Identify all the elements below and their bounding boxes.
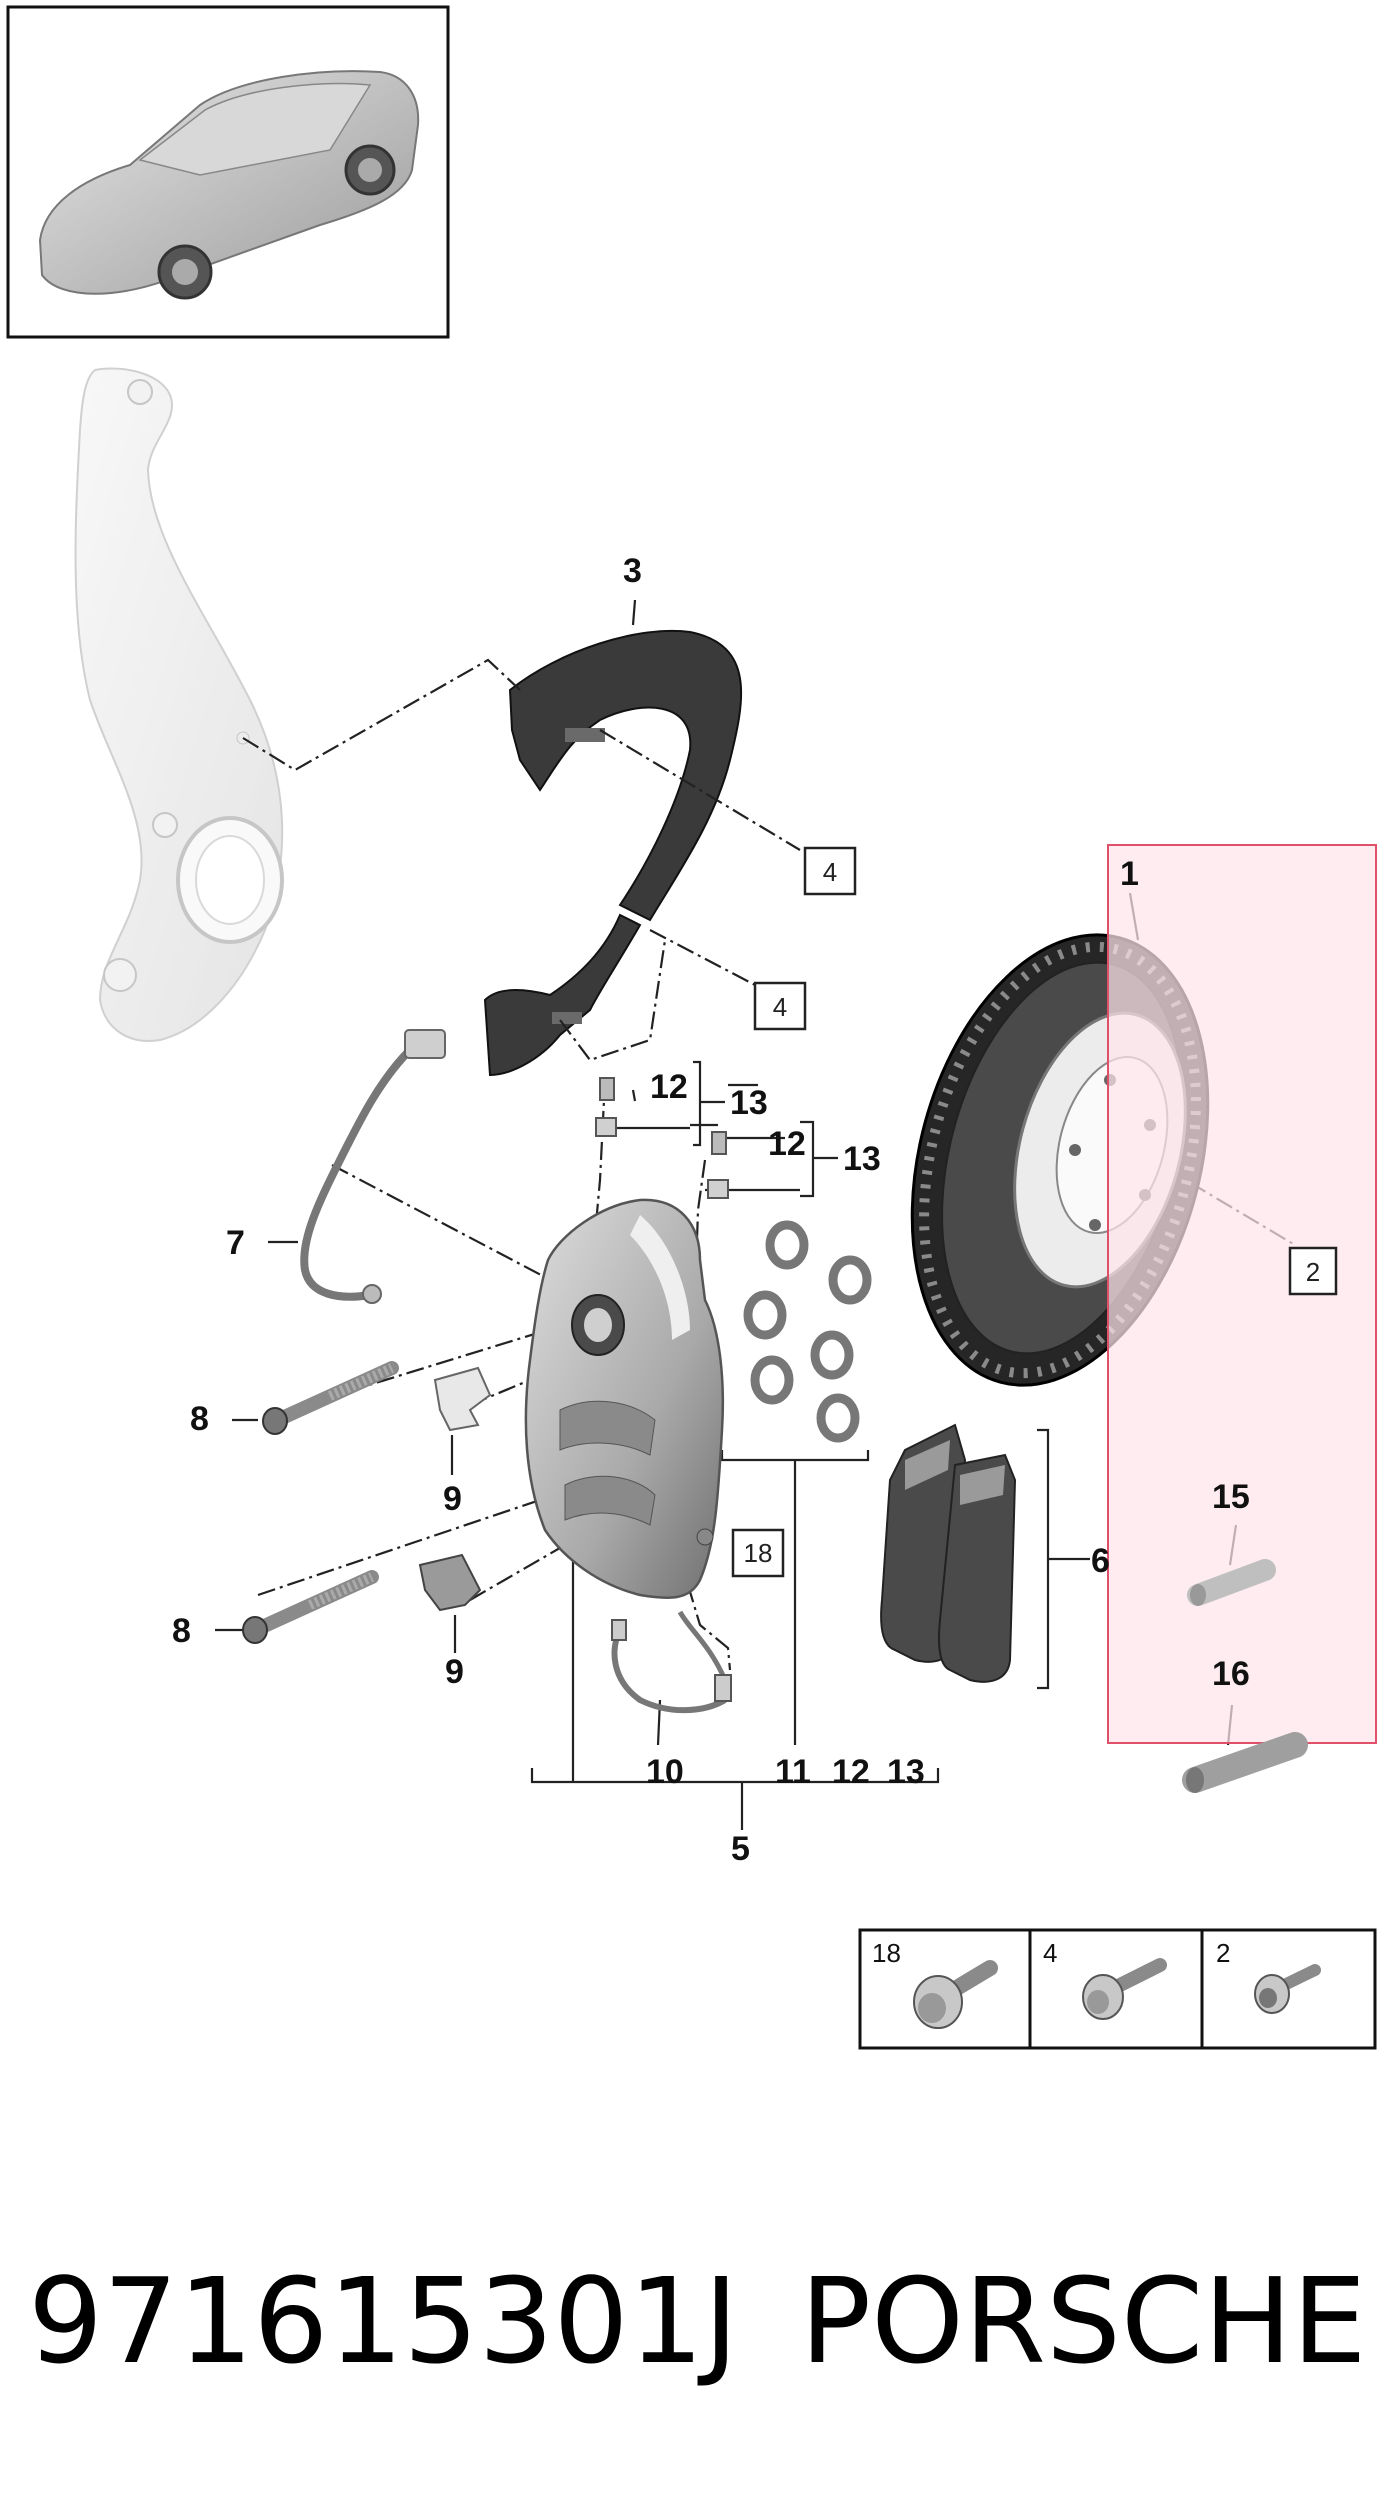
guide-pin-short — [1187, 1559, 1276, 1606]
piston-seal-rings — [743, 1220, 872, 1443]
caliper-bolt-lower — [242, 1570, 379, 1644]
callout-9-upper: 9 — [443, 1480, 462, 1518]
hex-bolt-icon — [1082, 1958, 1167, 2020]
boxed-reference-4-lower: 4 — [753, 981, 807, 1031]
boxed-label-2: 2 — [1306, 1257, 1320, 1287]
callout-16: 16 — [1212, 1655, 1250, 1693]
vehicle-thumbnail — [6, 5, 450, 339]
brand-name: PORSCHE — [800, 2252, 1367, 2390]
boxed-label-18: 18 — [744, 1538, 773, 1568]
guide-pin-long — [1182, 1732, 1308, 1793]
callout-10: 10 — [646, 1753, 684, 1791]
brake-wear-sensor — [611, 1610, 732, 1714]
anti-rattle-spring-upper — [433, 1366, 492, 1432]
brake-dust-shield — [483, 629, 743, 1077]
boxed-reference-2: 2 — [1288, 1246, 1338, 1296]
boxed-reference-4-upper: 4 — [803, 846, 857, 896]
legend-ref-18: 18 — [872, 1938, 901, 1968]
legend-ref-4: 4 — [1043, 1938, 1057, 1968]
callout-12-middle: 12 — [768, 1125, 806, 1163]
callout-3: 3 — [623, 552, 642, 590]
callout-7: 7 — [226, 1224, 245, 1262]
callout-11: 11 — [775, 1753, 811, 1791]
callout-8-upper: 8 — [190, 1400, 209, 1438]
part-number: 971615301J — [28, 2252, 738, 2390]
brake-pad-set — [880, 1423, 1017, 1683]
brake-caliper — [524, 1198, 725, 1600]
callout-12-bottom: 12 — [832, 1753, 870, 1791]
callout-12-upper: 12 — [650, 1068, 688, 1106]
boxed-reference-18: 18 — [731, 1528, 785, 1578]
callout-13-upper: 13 — [730, 1084, 768, 1122]
brake-hose-upper — [300, 1029, 446, 1304]
fastener-legend-table: 18 4 2 — [858, 1928, 1377, 2050]
callout-1: 1 — [1120, 855, 1139, 893]
callout-13-bottom: 13 — [887, 1753, 925, 1791]
flange-bolt-icon — [913, 1960, 998, 2029]
callout-6: 6 — [1091, 1542, 1110, 1580]
callout-9-lower: 9 — [445, 1653, 464, 1691]
callout-15: 15 — [1212, 1478, 1250, 1516]
caliper-bolt-upper — [262, 1361, 399, 1435]
torx-screw-icon — [1254, 1964, 1321, 2014]
boxed-label-4-lower: 4 — [773, 992, 787, 1022]
legend-ref-2: 2 — [1216, 1938, 1230, 1968]
bleed-valves — [595, 1077, 729, 1199]
boxed-label-4-upper: 4 — [823, 857, 837, 887]
callout-8-lower: 8 — [172, 1612, 191, 1650]
bracket-lines — [215, 599, 1238, 1830]
callout-13-middle: 13 — [843, 1140, 881, 1178]
steering-knuckle — [74, 367, 284, 1042]
anti-rattle-spring-lower — [418, 1553, 482, 1612]
callout-labels: 1 3 5 6 7 8 8 9 9 10 11 12 13 12 13 12 1… — [172, 552, 1250, 1868]
callout-5: 5 — [731, 1830, 750, 1868]
